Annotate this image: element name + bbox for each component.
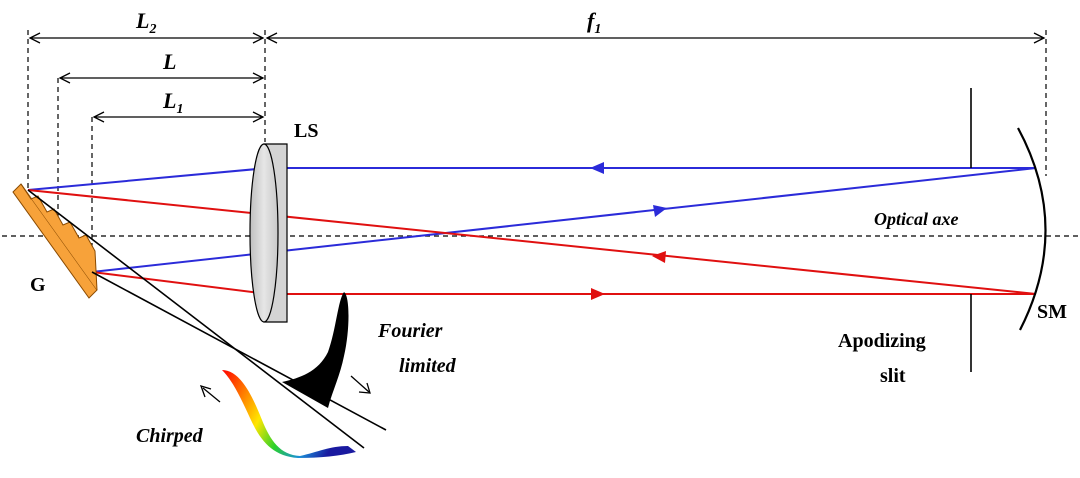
L1-label: L1 bbox=[162, 88, 183, 117]
apodizing-slit-label-line2: slit bbox=[880, 365, 906, 387]
G-label: G bbox=[30, 274, 46, 296]
L2-label: L2 bbox=[135, 8, 156, 37]
red-beam-in bbox=[91, 271, 269, 295]
beams bbox=[27, 162, 1037, 300]
blue-beam-in bbox=[27, 167, 269, 191]
reference-lines bbox=[27, 30, 1047, 276]
L-label: L bbox=[162, 49, 176, 74]
optical-axis-label: Optical axe bbox=[874, 209, 958, 229]
red-arrow-right bbox=[591, 288, 605, 300]
chirped-label: Chirped bbox=[136, 425, 204, 447]
dimension-arrows bbox=[28, 32, 1046, 123]
fourier-limited-label-line2: limited bbox=[399, 355, 457, 377]
spherical-mirror bbox=[1017, 127, 1047, 331]
fourier-limited-pulse bbox=[282, 292, 349, 408]
LS-label: LS bbox=[294, 120, 318, 142]
fourier-direction-arrow bbox=[350, 375, 370, 393]
red-arrow-left bbox=[652, 251, 666, 263]
grating-G bbox=[12, 183, 98, 299]
apodizing-slit-label-line1: Apodizing bbox=[838, 330, 926, 352]
fourier-limited-label-line1: Fourier bbox=[377, 320, 443, 342]
chirped-direction-arrow bbox=[202, 387, 221, 403]
pulse-axis-line-2 bbox=[91, 271, 387, 431]
blue-arrow-right bbox=[653, 205, 667, 217]
blue-arrow-left bbox=[590, 162, 604, 174]
SM-label: SM bbox=[1037, 301, 1067, 323]
lens-LS bbox=[249, 143, 288, 323]
f1-label: f1 bbox=[587, 8, 601, 37]
blue-beam-return bbox=[91, 167, 1037, 273]
pulse-axis-line-1 bbox=[27, 189, 365, 449]
chirped-pulse bbox=[222, 370, 356, 458]
red-beam-return bbox=[27, 189, 1037, 295]
